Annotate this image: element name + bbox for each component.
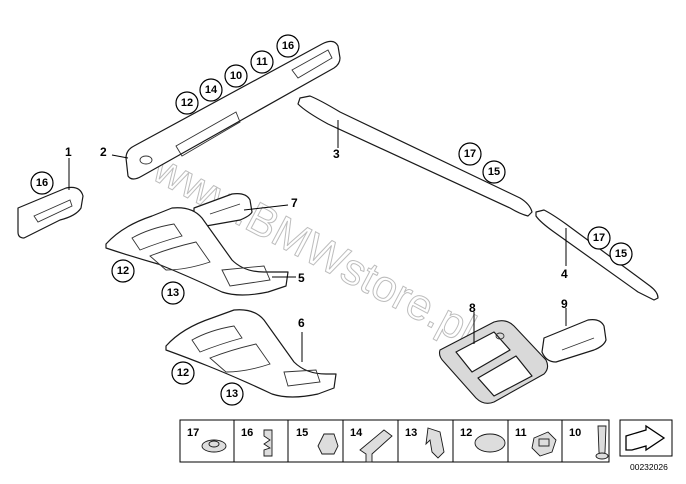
pad-icon: [474, 433, 506, 453]
svg-text:17: 17: [187, 427, 199, 439]
part-label-9: 9: [561, 297, 568, 311]
legend-cell-17: 17: [187, 427, 227, 453]
legend-cell-15: 15: [296, 427, 339, 455]
callout-17-part4: 17: [587, 226, 611, 250]
svg-text:16: 16: [282, 40, 294, 52]
plug-clip-icon: [317, 433, 339, 455]
callout-12-part6: 12: [171, 361, 195, 385]
direction-arrow-icon: [625, 424, 666, 452]
part-4-side-strip: [535, 209, 659, 301]
svg-text:12: 12: [181, 97, 193, 109]
legend-cell-14: 14: [350, 427, 393, 463]
svg-text:11: 11: [256, 56, 268, 68]
svg-text:16: 16: [241, 427, 253, 439]
svg-text:17: 17: [593, 232, 605, 244]
bracket-clip-icon: [359, 429, 393, 463]
part-label-7: 7: [291, 196, 298, 210]
svg-text:13: 13: [405, 427, 417, 439]
doc-number: 00232026: [630, 462, 668, 472]
spring-clip-icon: [263, 429, 273, 457]
callout-16-part2: 16: [276, 34, 300, 58]
callout-16-part1: 16: [30, 171, 54, 195]
callout-10-part2: 10: [224, 64, 248, 88]
callout-17-part3: 17: [458, 142, 482, 166]
part-label-4: 4: [561, 267, 568, 281]
callout-15-part3: 15: [482, 160, 506, 184]
legend-cell-13: 13: [405, 427, 445, 459]
svg-text:16: 16: [36, 177, 48, 189]
part-3-side-strip: [297, 95, 533, 217]
part-label-5: 5: [298, 271, 305, 285]
svg-text:13: 13: [226, 388, 238, 400]
callout-11-part2: 11: [250, 50, 274, 74]
svg-text:15: 15: [615, 248, 627, 260]
callout-15-part4: 15: [609, 242, 633, 266]
svg-text:12: 12: [117, 265, 129, 277]
part-5-console-trim: [105, 207, 289, 296]
svg-text:15: 15: [488, 166, 500, 178]
legend-strip: 17 16 15 14 13 12 11: [179, 419, 673, 463]
part-8-cupholder-trim: [438, 320, 549, 404]
callout-12-part5: 12: [111, 259, 135, 283]
clamp-icon: [425, 427, 445, 459]
part-6-console-trim: [165, 309, 337, 398]
svg-text:12: 12: [177, 367, 189, 379]
legend-cell-12: 12: [460, 427, 506, 453]
svg-text:15: 15: [296, 427, 308, 439]
part-label-6: 6: [298, 316, 305, 330]
part-label-8: 8: [469, 301, 476, 315]
part-1-trim: [17, 186, 84, 239]
legend-cell-16: 16: [241, 427, 273, 457]
callout-13-part6: 13: [220, 382, 244, 406]
svg-text:10: 10: [230, 70, 242, 82]
legend-cell-11: 11: [515, 427, 557, 457]
part-label-3: 3: [333, 147, 340, 161]
part-2-dashboard-trim: [125, 40, 341, 180]
callout-12-part2: 12: [175, 91, 199, 115]
svg-text:14: 14: [205, 84, 218, 96]
svg-text:17: 17: [464, 148, 476, 160]
callout-13-part5: 13: [161, 281, 185, 305]
svg-text:13: 13: [167, 287, 179, 299]
part-label-2: 2: [100, 145, 107, 159]
svg-text:14: 14: [350, 427, 363, 439]
part-label-1: 1: [65, 145, 72, 159]
svg-text:10: 10: [569, 427, 581, 439]
callout-14-part2: 14: [199, 78, 223, 102]
part-9-trim-piece: [541, 319, 607, 363]
svg-text:11: 11: [515, 427, 527, 439]
svg-text:12: 12: [460, 427, 472, 439]
legend-cell-10: 10: [569, 425, 609, 460]
